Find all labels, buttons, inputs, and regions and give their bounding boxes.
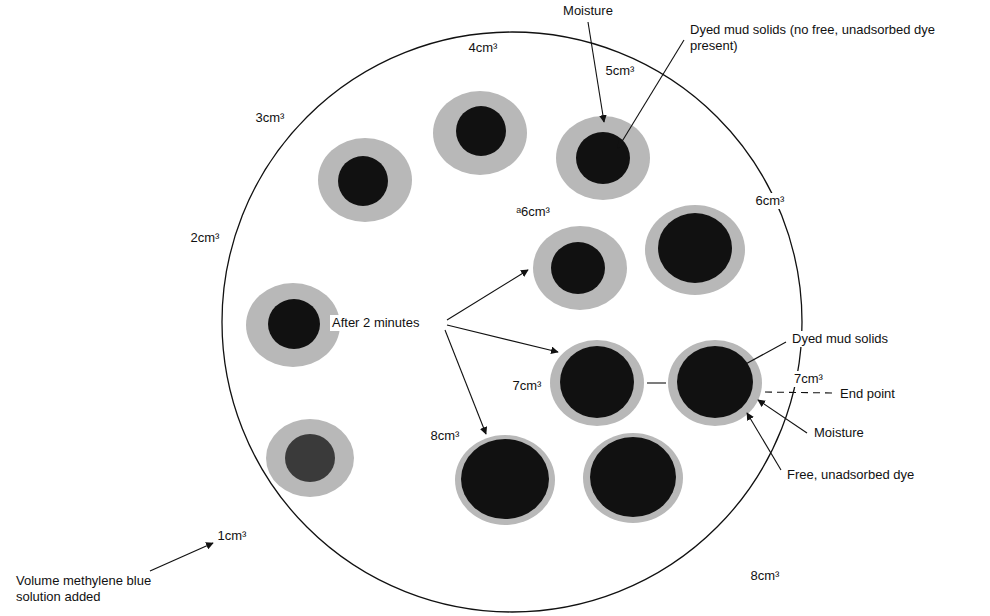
spot-7 [668, 340, 762, 426]
spot-1 [266, 419, 354, 497]
callout-label: Dyed mud solids [790, 331, 890, 347]
spot-7-after-2-minutes [550, 340, 644, 426]
spot-2 [246, 283, 340, 367]
callout-label: Dyed mud solids (no free, unadsorbed dye… [688, 22, 942, 53]
spot-5 [556, 116, 650, 200]
volume-label: 2cm³ [189, 230, 222, 246]
filter-paper [222, 32, 802, 612]
moisture-label: Moisture [812, 425, 866, 441]
volume-label: 6cm³ [754, 193, 787, 209]
volume-label: 4cm³ [467, 40, 500, 56]
volume-label: 7cm³ [792, 371, 825, 387]
callout-label: After 2 minutes [330, 315, 421, 331]
spot-8-after-2-minutes [455, 435, 555, 525]
moisture-label: Moisture [561, 3, 615, 19]
spot-8 [583, 433, 683, 523]
volume-label: 1cm³ [216, 528, 249, 544]
volume-label: 8cm³ [429, 428, 462, 444]
spot-6-after-2-minutes [533, 226, 627, 310]
volume-label: ᵃ6cm³ [514, 204, 552, 220]
end-point-label: End point [838, 386, 897, 402]
callout-label: Volume methylene blue solution added [14, 573, 178, 604]
spot-6 [645, 205, 745, 295]
volume-label: 5cm³ [604, 63, 637, 79]
volume-label: 7cm³ [511, 378, 544, 394]
spot-4 [433, 91, 527, 175]
spot-3 [318, 138, 412, 222]
callout-label: Free, unadsorbed dye [785, 467, 916, 483]
volume-label: 3cm³ [254, 110, 287, 126]
volume-label: 8cm³ [749, 568, 782, 584]
leader-lines [150, 22, 833, 571]
